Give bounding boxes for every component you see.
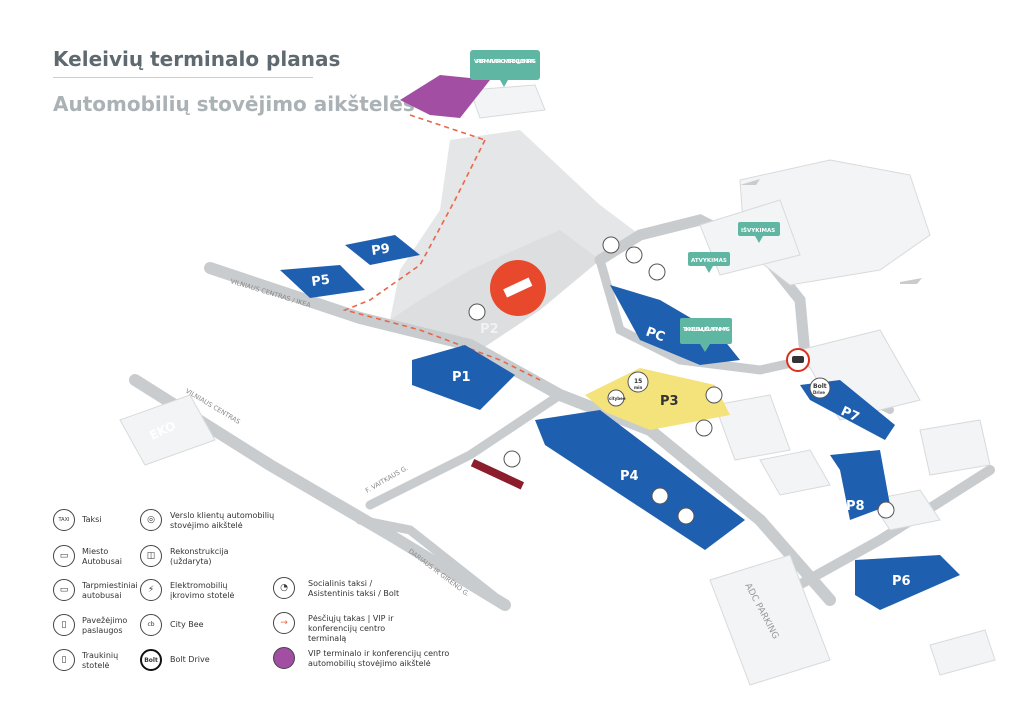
map-reconstruction-icon <box>468 303 486 321</box>
legend-bus-icon: ▭ <box>53 545 75 567</box>
label-p6: P6 <box>892 574 911 589</box>
vip-parking <box>400 75 490 118</box>
road-east <box>785 465 995 595</box>
bubble-islaipinimas <box>680 318 732 344</box>
legend-social-taxi-label: Socialinis taksi / Asistentinis taksi / … <box>308 579 400 598</box>
bubble-atvykimas <box>688 252 730 266</box>
map-bolt-icon <box>809 377 831 399</box>
label-p9: P9 <box>370 242 390 259</box>
legend-bolt-icon: Bolt <box>140 649 162 671</box>
road-pc-ring <box>595 255 810 375</box>
bubble-vip-tail <box>500 80 508 87</box>
label-p8: P8 <box>846 499 865 514</box>
bubble-vip-text: VIP TERMINALAS IR KONFERENCIJŲ CENTRAS <box>474 59 536 65</box>
legend-vip-parking-label: VIP terminalo ir konferencijų centro aut… <box>308 649 450 668</box>
legend-pedestrian-path-icon: → <box>273 612 295 634</box>
building-misc-1 <box>759 449 831 496</box>
legend-bus-label: Miesto Autobusai <box>82 547 123 566</box>
map-p3-social-icon <box>705 386 723 404</box>
airplane-icon <box>740 179 760 185</box>
legend-intercity-bus-label: Tarpmiestiniai autobusai <box>82 581 138 600</box>
building-south <box>929 629 996 676</box>
legend-business-parking-icon: ◎ <box>140 509 162 531</box>
road-vaitkaus <box>365 390 565 510</box>
map-p3-15min-icon <box>627 371 649 393</box>
legend-taxi-icon: TAXI <box>53 509 75 531</box>
legend-intercity-bus-icon: ▭ <box>53 579 75 601</box>
bolt-label: Bolt <box>813 383 827 390</box>
label-p5: P5 <box>310 273 330 290</box>
map-subtitle: Automobilių stovėjimo aikštelės <box>53 92 415 116</box>
legend-business-parking-label: Verslo klientų automobilių stovėjimo aik… <box>170 511 275 530</box>
no-entry-bar <box>503 277 533 298</box>
parking-p5 <box>280 265 365 298</box>
legend-social-taxi-icon: ◔ <box>273 577 295 599</box>
pedestrian-path-2 <box>409 114 486 141</box>
bubble-islaipinimas-tail <box>700 344 710 352</box>
bubble-vip <box>470 50 540 80</box>
map-p8-business-icon <box>877 501 895 519</box>
train-icon <box>470 458 525 490</box>
building-eko <box>119 394 216 466</box>
label-p3: P3 <box>660 394 679 409</box>
vip-building <box>469 84 546 119</box>
map-train-stop-icon <box>503 450 521 468</box>
legend-taxi-label: Taksi <box>82 515 102 524</box>
map-ev-icon <box>677 507 695 525</box>
legend-pedestrian-path-label: Pėsčiųjų takas | VIP ir konferencijų cen… <box>308 614 394 643</box>
legend-citybee-label: City Bee <box>170 620 204 629</box>
map-social-taxi-icon <box>602 236 620 254</box>
map-title: Keleivių terminalo planas <box>53 47 341 71</box>
legend-train-icon: ▯ <box>53 649 75 671</box>
building-adc <box>709 554 831 686</box>
map-p3-bus-icon <box>695 419 713 437</box>
road-dariaus <box>355 515 510 610</box>
legend-citybee-icon: cb <box>140 614 162 636</box>
bubble-atvykimas-text: ATVYKIMAS <box>691 258 727 264</box>
parking-p3 <box>585 368 730 430</box>
p3-min-unit: min <box>634 385 643 390</box>
legend-bolt-label: Bolt Drive <box>170 655 210 664</box>
bubble-isvykimas-tail <box>755 236 763 243</box>
map-bus-icon <box>648 263 666 281</box>
legend-reconstruction-label: Rekonstrukcija (uždaryta) <box>170 547 229 566</box>
label-pc: PC <box>644 325 667 346</box>
bubble-isvykimas <box>738 222 780 236</box>
map-p4-social-icon <box>651 487 669 505</box>
bubble-islaipinimas-text: TIK KELEIVIŲ IŠLAIPINIMAS <box>683 326 730 333</box>
label-p1: P1 <box>452 370 471 385</box>
label-p2: P2 <box>480 322 499 337</box>
map-taxi-icon <box>625 246 643 264</box>
bubble-atvykimas-tail <box>705 266 713 273</box>
legend-rideshare-icon: ▯ <box>53 614 75 636</box>
bolt-sub-label: Drive <box>813 390 825 395</box>
parking-p9 <box>345 235 420 265</box>
label-p7: P7 <box>838 404 861 425</box>
legend-ev-charging-label: Elektromobilių įkrovimo stotelė <box>170 581 235 600</box>
building-east-2 <box>714 394 791 461</box>
parking-p1 <box>412 345 515 410</box>
legend-ev-charging-icon: ⚡ <box>140 579 162 601</box>
bubble-isvykimas-text: IŠVYKIMAS <box>741 227 775 234</box>
building-east-3 <box>919 419 991 476</box>
title-divider <box>53 77 313 78</box>
parking-p8 <box>830 450 890 520</box>
car-access-glyph <box>792 356 804 363</box>
legend-train-label: Traukinių stotelė <box>82 651 119 670</box>
map-citybee-icon <box>607 389 625 407</box>
legend-reconstruction-icon: ◫ <box>140 545 162 567</box>
citybee-label: citybee <box>609 396 626 401</box>
p3-minutes-label: 15 <box>634 378 642 385</box>
label-p4: P4 <box>620 469 639 484</box>
legend-rideshare-label: Pavežėjimo paslaugos <box>82 616 128 635</box>
parking-p6 <box>855 555 960 610</box>
airplane-icon-2 <box>900 278 922 284</box>
legend-vip-parking-icon <box>273 647 295 669</box>
